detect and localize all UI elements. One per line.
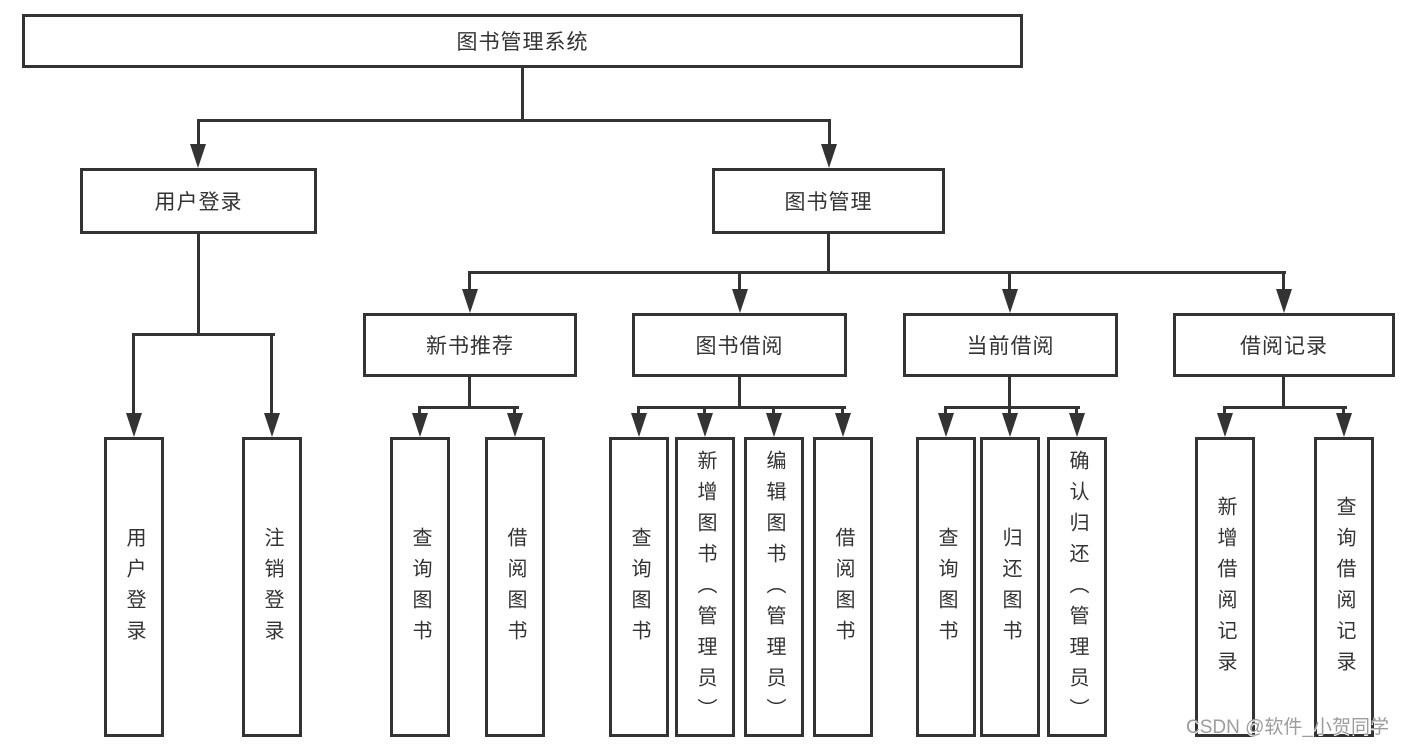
- arrow-down-icon: [126, 413, 142, 437]
- connector-line: [468, 377, 471, 408]
- node-label: 查询图书: [628, 527, 650, 651]
- node-label: 编辑图书（管理员）: [763, 449, 785, 729]
- connector-line: [1075, 406, 1078, 416]
- connector-line: [132, 333, 135, 415]
- connector-line: [197, 234, 200, 335]
- node-label: 查询图书: [935, 527, 957, 651]
- arrow-down-icon: [1276, 289, 1292, 313]
- node-label: 查询图书: [409, 527, 431, 651]
- arrow-down-icon: [732, 289, 748, 313]
- arrow-down-icon: [631, 413, 647, 437]
- arrow-down-icon: [1002, 289, 1018, 313]
- node-leaf-add-borrow-record: 新增借阅记录: [1195, 437, 1255, 737]
- connector-line: [1008, 271, 1011, 292]
- connector-line: [132, 333, 275, 336]
- node-current-borrowing: 当前借阅: [903, 313, 1118, 377]
- arrow-down-icon: [1002, 413, 1018, 437]
- connector-line: [703, 406, 706, 416]
- arrow-down-icon: [264, 413, 280, 437]
- connector-line: [197, 119, 200, 147]
- connector-line: [944, 406, 947, 416]
- node-leaf-confirm-return-admin: 确认归还（管理员）: [1047, 437, 1107, 737]
- connector-line: [1282, 377, 1285, 408]
- node-label: 用户登录: [154, 191, 243, 214]
- node-label: 用户登录: [123, 527, 145, 651]
- connector-line: [468, 271, 471, 292]
- node-label: 借阅图书: [832, 527, 854, 651]
- connector-line: [841, 406, 844, 416]
- connector-line: [637, 406, 640, 416]
- node-label: 新书推荐: [426, 335, 514, 358]
- connector-line: [827, 234, 830, 273]
- connector-line: [1008, 377, 1011, 408]
- node-label: 图书借阅: [695, 335, 784, 358]
- node-leaf-logout: 注销登录: [242, 437, 302, 737]
- connector-line: [1342, 406, 1345, 416]
- connector-line: [738, 377, 741, 408]
- node-book-management-branch: 图书管理: [712, 168, 945, 234]
- arrow-down-icon: [1336, 413, 1352, 437]
- connector-line: [513, 406, 516, 416]
- connector-line: [828, 119, 831, 147]
- node-label: 新增借阅记录: [1214, 496, 1236, 682]
- node-label: 归还图书: [999, 527, 1021, 651]
- node-leaf-return-book: 归还图书: [980, 437, 1040, 737]
- connector-line: [270, 333, 273, 415]
- arrow-down-icon: [938, 413, 954, 437]
- node-label: 图书管理: [784, 191, 873, 214]
- node-borrowing-records: 借阅记录: [1173, 313, 1395, 377]
- arrow-down-icon: [766, 413, 782, 437]
- node-library-management-system: 图书管理系统: [22, 14, 1023, 68]
- node-book-borrowing: 图书借阅: [632, 313, 847, 377]
- connector-line: [738, 271, 741, 292]
- node-leaf-query-books-current: 查询图书: [916, 437, 976, 737]
- arrow-down-icon: [1069, 413, 1085, 437]
- node-leaf-add-book-admin: 新增图书（管理员）: [675, 437, 735, 737]
- arrow-down-icon: [190, 144, 206, 168]
- node-label: 查询借阅记录: [1333, 496, 1355, 682]
- node-label: 新增图书（管理员）: [694, 449, 716, 729]
- node-leaf-query-books-recommend: 查询图书: [390, 437, 450, 737]
- node-new-book-recommend: 新书推荐: [363, 313, 577, 377]
- arrow-down-icon: [835, 413, 851, 437]
- node-label: 注销登录: [261, 527, 283, 651]
- node-user-login-branch: 用户登录: [80, 168, 317, 234]
- connector-line: [418, 406, 421, 416]
- connector-line: [1282, 271, 1285, 292]
- node-leaf-borrow-books: 借阅图书: [813, 437, 873, 737]
- arrow-down-icon: [412, 413, 428, 437]
- node-leaf-user-login: 用户登录: [104, 437, 164, 737]
- node-leaf-query-books-borrowing: 查询图书: [609, 437, 669, 737]
- node-label: 确认归还（管理员）: [1066, 449, 1088, 729]
- arrow-down-icon: [462, 289, 478, 313]
- arrow-down-icon: [821, 144, 837, 168]
- node-label: 图书管理系统: [456, 31, 589, 54]
- connector-line: [944, 406, 1080, 409]
- connector-line: [1223, 406, 1347, 409]
- connector-line: [468, 271, 1286, 274]
- arrow-down-icon: [1217, 413, 1233, 437]
- node-label: 借阅图书: [504, 527, 526, 651]
- connector-line: [197, 119, 831, 122]
- node-leaf-query-borrow-record: 查询借阅记录: [1314, 437, 1374, 737]
- connector-line: [521, 68, 524, 121]
- node-leaf-borrow-books-recommend: 借阅图书: [485, 437, 545, 737]
- arrow-down-icon: [507, 413, 523, 437]
- node-leaf-edit-book-admin: 编辑图书（管理员）: [744, 437, 804, 737]
- node-label: 当前借阅: [966, 335, 1055, 358]
- connector-line: [1223, 406, 1226, 416]
- connector-line: [637, 406, 846, 409]
- connector-line: [772, 406, 775, 416]
- connector-line: [1008, 406, 1011, 416]
- node-label: 借阅记录: [1240, 335, 1328, 358]
- connector-line: [418, 406, 519, 409]
- arrow-down-icon: [697, 413, 713, 437]
- watermark-text: CSDN @软件_小贺同学: [1186, 717, 1389, 738]
